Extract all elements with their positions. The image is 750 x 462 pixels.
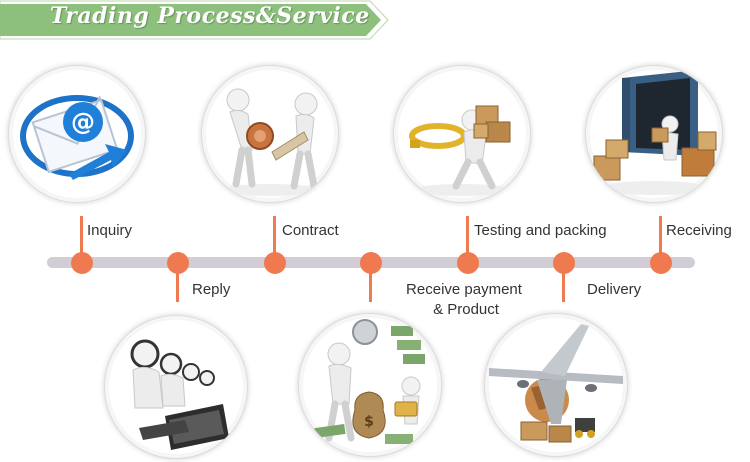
timeline-node-testing	[457, 252, 479, 274]
timeline-node-reply	[167, 252, 189, 274]
page-title: Trading Process&Service	[50, 3, 370, 29]
step-label-contract: Contract	[282, 222, 339, 239]
banner-arrow-shape	[0, 0, 389, 40]
connector-inquiry	[80, 216, 83, 260]
step-label-delivery: Delivery	[587, 281, 642, 298]
email-icon: @	[20, 95, 134, 180]
money-icon: $	[314, 319, 425, 444]
step-label-reply: Reply	[192, 281, 231, 298]
payment-illustration: $	[298, 313, 442, 457]
handshake-icon	[220, 88, 320, 196]
contract-illustration	[201, 65, 339, 203]
step-label-payment-line2: & Product	[433, 301, 499, 318]
connector-contract	[273, 216, 276, 260]
container-icon	[593, 70, 717, 195]
reply-illustration	[104, 315, 248, 459]
inquiry-illustration: @	[8, 65, 146, 203]
airplane-icon	[489, 324, 623, 443]
step-label-testing: Testing and packing	[474, 222, 607, 239]
step-label-payment-line1: Receive payment	[406, 281, 522, 298]
timeline-node-delivery	[553, 252, 575, 274]
title-banner: Trading Process&Service	[0, 0, 390, 40]
call-center-icon	[130, 339, 229, 450]
delivery-illustration	[484, 313, 628, 457]
svg-text:$: $	[364, 414, 374, 430]
connector-receiving	[659, 216, 662, 260]
receiving-illustration	[585, 65, 723, 203]
connector-reply	[176, 264, 179, 302]
svg-text:@: @	[71, 108, 95, 136]
timeline-node-receiving	[650, 252, 672, 274]
connector-delivery	[562, 264, 565, 302]
connector-testing	[466, 216, 469, 260]
connector-payment	[369, 264, 372, 302]
step-label-inquiry: Inquiry	[87, 222, 133, 239]
timeline-node-payment	[360, 252, 382, 274]
timeline-node-contract	[264, 252, 286, 274]
packing-icon	[409, 105, 512, 196]
testing-illustration	[393, 65, 531, 203]
timeline-node-inquiry	[71, 252, 93, 274]
step-label-receiving: Receiving	[666, 222, 732, 239]
